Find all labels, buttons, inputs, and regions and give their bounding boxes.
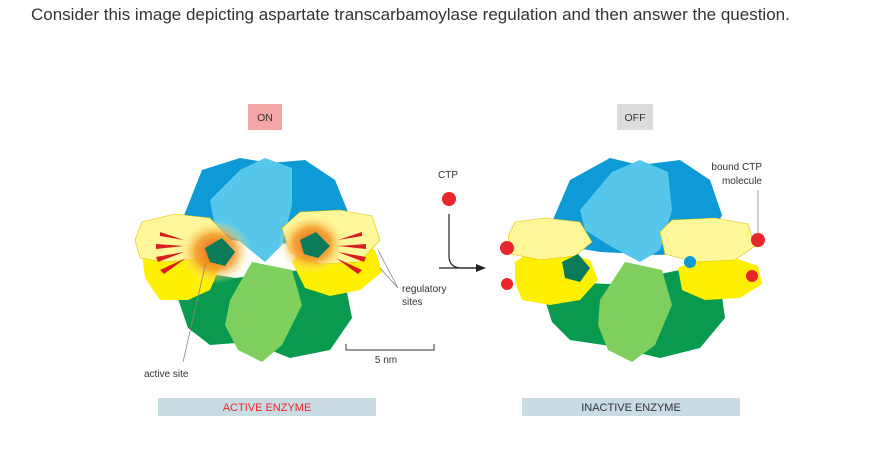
bound-ctp-label-line2: molecule bbox=[722, 176, 762, 187]
inactive-enzyme-caption: INACTIVE ENZYME bbox=[522, 398, 740, 416]
activity-spikes-right bbox=[336, 232, 366, 274]
scale-bar: 5 nm bbox=[345, 344, 435, 366]
binding-arrow bbox=[448, 214, 478, 269]
active-site-pointer bbox=[182, 261, 207, 363]
active-enzyme-illustration bbox=[134, 158, 382, 362]
off-badge-label: OFF bbox=[625, 112, 646, 124]
bound-ctp-molecule bbox=[746, 270, 758, 282]
active-enzyme-caption: ACTIVE ENZYME bbox=[158, 398, 376, 416]
catalytic-subunit-light-blue-off bbox=[580, 160, 672, 262]
on-badge-label: ON bbox=[257, 112, 273, 124]
on-badge: ON bbox=[248, 104, 282, 130]
activity-spikes-left bbox=[156, 232, 186, 274]
bound-ctp-molecule bbox=[751, 233, 765, 247]
off-badge: OFF bbox=[617, 104, 653, 130]
regulatory-sites-pointer-2 bbox=[379, 267, 399, 289]
question-text: Consider this image depicting aspartate … bbox=[31, 5, 790, 24]
active-site-label: active site bbox=[144, 369, 189, 380]
ctp-label: CTP bbox=[438, 170, 458, 181]
active-enzyme-caption-text: ACTIVE ENZYME bbox=[223, 402, 312, 414]
regulatory-sites-pointer-1 bbox=[377, 249, 399, 289]
bound-ctp-molecule bbox=[500, 241, 514, 255]
catalytic-subunit-light-green bbox=[225, 262, 302, 362]
regulatory-subunit-right-yellow-off bbox=[678, 258, 762, 300]
inactive-enzyme-illustration bbox=[500, 158, 765, 362]
bound-ctp-molecule bbox=[501, 278, 513, 290]
regulatory-subunit-left-pale-off bbox=[507, 217, 593, 261]
regulatory-sites-label-line1: regulatory bbox=[402, 284, 446, 295]
regulatory-subunit-right-pale-off bbox=[659, 217, 756, 263]
regulatory-sites-label-line2: sites bbox=[402, 297, 423, 308]
ctp-molecule bbox=[442, 192, 456, 206]
inactive-enzyme-caption-text: INACTIVE ENZYME bbox=[581, 402, 681, 414]
scale-bar-label: 5 nm bbox=[375, 355, 397, 366]
catalytic-subunit-light-green-off bbox=[598, 262, 672, 362]
bound-ctp-label-line1: bound CTP bbox=[711, 162, 762, 173]
